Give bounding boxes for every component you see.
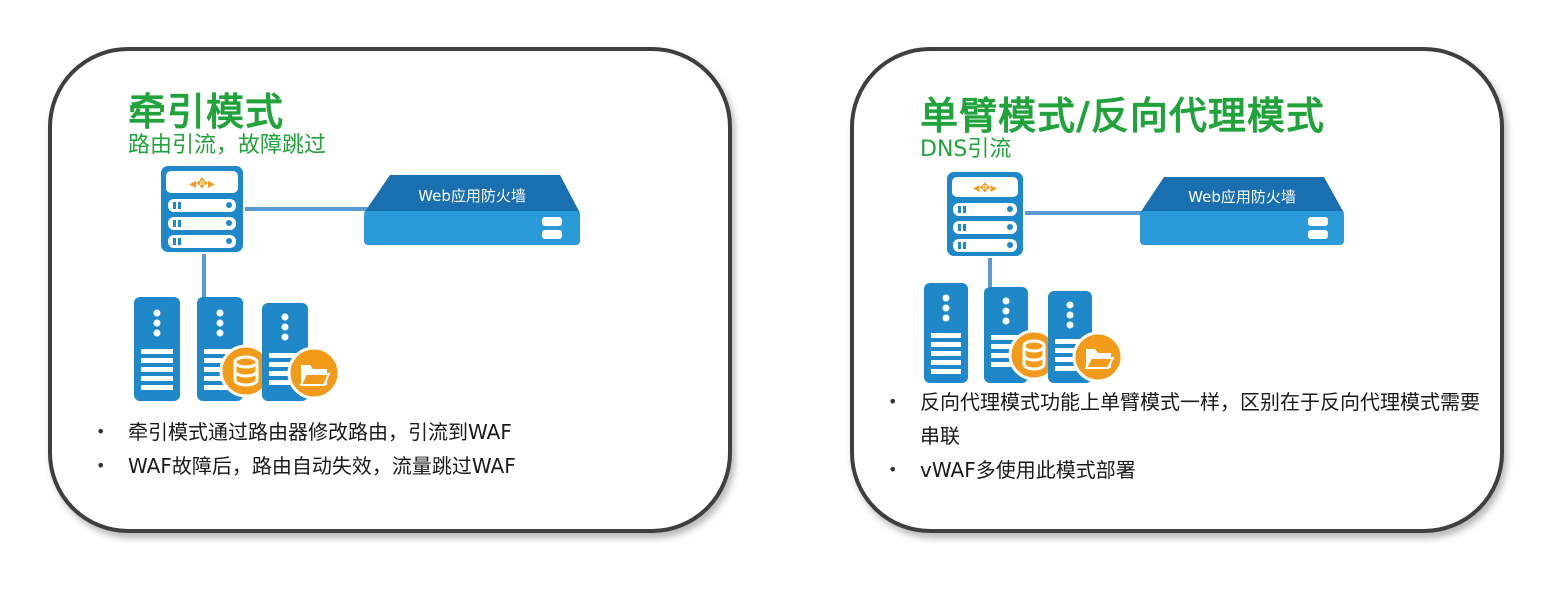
reverse-proxy-diagram: ◂✥▸ Web应用防火墙 (924, 170, 1344, 383)
list-item: 牵引模式通过路由器修改路由，引流到WAF (96, 415, 696, 449)
panel-subtitle: 路由引流，故障跳过 (128, 133, 327, 158)
reverse-proxy-mode-panel: ◂✥▸ Web应用防火墙 (850, 47, 1504, 533)
traction-mode-diagram: ◂✥▸ Web应用防火墙 (134, 164, 580, 401)
waf-label: Web应用防火墙 (1188, 188, 1296, 206)
server-icon (924, 283, 968, 383)
list-item: vWAF多使用此模式部署 (888, 453, 1488, 487)
svg-text:◂✥▸: ◂✥▸ (973, 181, 997, 196)
router-icon: ◂✥▸ (945, 170, 1025, 258)
traction-mode-panel: ◂✥▸ Web应用防火墙 (48, 47, 732, 533)
list-item: WAF故障后，路由自动失效，流量跳过WAF (96, 449, 696, 483)
waf-appliance-icon: Web应用防火墙 (364, 175, 580, 245)
panel-subtitle: DNS引流 (920, 137, 1012, 162)
panel-title: 牵引模式 (128, 90, 285, 134)
list-item: 反向代理模式功能上单臂模式一样，区别在于反向代理模式需要串联 (888, 385, 1480, 453)
waf-appliance-icon: Web应用防火墙 (1140, 177, 1344, 245)
folder-icon (1072, 331, 1124, 383)
panel-title: 单臂模式/反向代理模式 (920, 94, 1325, 138)
bullet-list: 牵引模式通过路由器修改路由，引流到WAF WAF故障后，路由自动失效，流量跳过W… (96, 415, 696, 483)
router-icon: ◂✥▸ (159, 164, 245, 254)
bullet-list: 反向代理模式功能上单臂模式一样，区别在于反向代理模式需要串联 vWAF多使用此模… (888, 385, 1488, 487)
waf-label: Web应用防火墙 (418, 187, 526, 205)
folder-icon (287, 346, 341, 400)
svg-text:◂✥▸: ◂✥▸ (189, 176, 215, 192)
server-icon (134, 297, 180, 401)
